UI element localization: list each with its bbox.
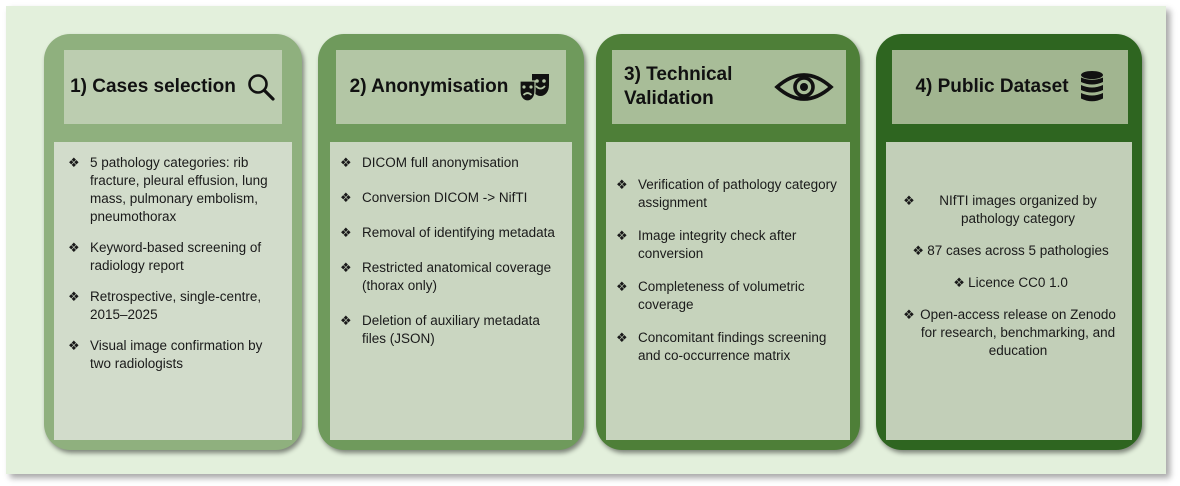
- list-item: ❖Deletion of auxiliary metadata files (J…: [340, 313, 540, 346]
- step-title: 1) Cases selection: [70, 76, 236, 97]
- step-header: 1) Cases selection: [64, 50, 282, 124]
- bullet-icon: ❖: [616, 279, 628, 294]
- list-item: ❖Restricted anatomical coverage (thorax …: [340, 260, 552, 293]
- list-item: ❖Licence CC0 1.0: [896, 274, 1122, 292]
- list-item: ❖Removal of identifying metadata: [340, 225, 555, 240]
- theater-masks-icon: [518, 71, 552, 103]
- step-body: ❖NIfTI images organized by pathology cat…: [886, 142, 1132, 440]
- list-item: ❖Visual image confirmation by two radiol…: [68, 338, 263, 371]
- step-header: 3) Technical Validation: [612, 50, 846, 124]
- bullet-icon: ❖: [340, 155, 352, 170]
- list-item: ❖Image integrity check after conversion: [616, 228, 797, 261]
- step-header: 4) Public Dataset: [892, 50, 1128, 124]
- list-item: ❖Concomitant findings screening and co-o…: [616, 330, 827, 363]
- bullet-icon: ❖: [340, 260, 352, 275]
- list-item: ❖DICOM full anonymisation: [340, 155, 519, 170]
- step-title: 3) Technical Validation: [624, 64, 733, 109]
- list-item: ❖NIfTI images organized by pathology cat…: [896, 192, 1122, 228]
- list-item: ❖5 pathology categories: rib fracture, p…: [68, 155, 268, 224]
- eye-icon: [774, 69, 834, 105]
- bullet-icon: ❖: [68, 289, 80, 304]
- step-title: 4) Public Dataset: [915, 76, 1069, 97]
- magnifier-icon: [246, 72, 276, 102]
- step-card-cases-selection: 1) Cases selection ❖5 pathology categori…: [44, 34, 302, 450]
- list-item: ❖87 cases across 5 pathologies: [896, 242, 1122, 260]
- step-card-anonymisation: 2) Anonymisation ❖DICOM full anonymisati…: [318, 34, 584, 450]
- step-body: ❖Verification of pathology category assi…: [606, 142, 850, 440]
- list-item: ❖Conversion DICOM -> NifTI: [340, 190, 528, 205]
- step-card-technical-validation: 3) Technical Validation ❖Verification of…: [596, 34, 860, 450]
- bullet-icon: ❖: [340, 225, 352, 240]
- step-header: 2) Anonymisation: [336, 50, 566, 124]
- step-title: 2) Anonymisation: [349, 76, 509, 97]
- bullet-icon: ❖: [903, 307, 915, 322]
- database-icon: [1079, 70, 1105, 104]
- bullet-icon: ❖: [340, 190, 352, 205]
- bullet-icon: ❖: [616, 330, 628, 345]
- step-card-public-dataset: 4) Public Dataset ❖NIfTI images organize…: [876, 34, 1142, 450]
- bullet-icon: ❖: [68, 155, 80, 170]
- step-body: ❖DICOM full anonymisation ❖Conversion DI…: [330, 142, 572, 440]
- bullet-icon: ❖: [912, 243, 925, 258]
- bullet-icon: ❖: [68, 338, 80, 353]
- step-body: ❖5 pathology categories: rib fracture, p…: [54, 142, 292, 440]
- list-item: ❖Retrospective, single-centre, 2015–2025: [68, 289, 262, 322]
- bullet-icon: ❖: [68, 240, 80, 255]
- bullet-icon: ❖: [953, 275, 965, 290]
- bullet-icon: ❖: [903, 193, 915, 208]
- list-item: ❖Completeness of volumetric coverage: [616, 279, 805, 312]
- list-item: ❖Keyword-based screening of radiology re…: [68, 240, 262, 273]
- pipeline-diagram: 1) Cases selection ❖5 pathology categori…: [6, 6, 1166, 474]
- bullet-icon: ❖: [616, 228, 628, 243]
- bullet-icon: ❖: [616, 177, 628, 192]
- bullet-icon: ❖: [340, 313, 352, 328]
- list-item: ❖Open-access release on Zenodo for resea…: [896, 306, 1122, 360]
- list-item: ❖Verification of pathology category assi…: [616, 177, 837, 210]
